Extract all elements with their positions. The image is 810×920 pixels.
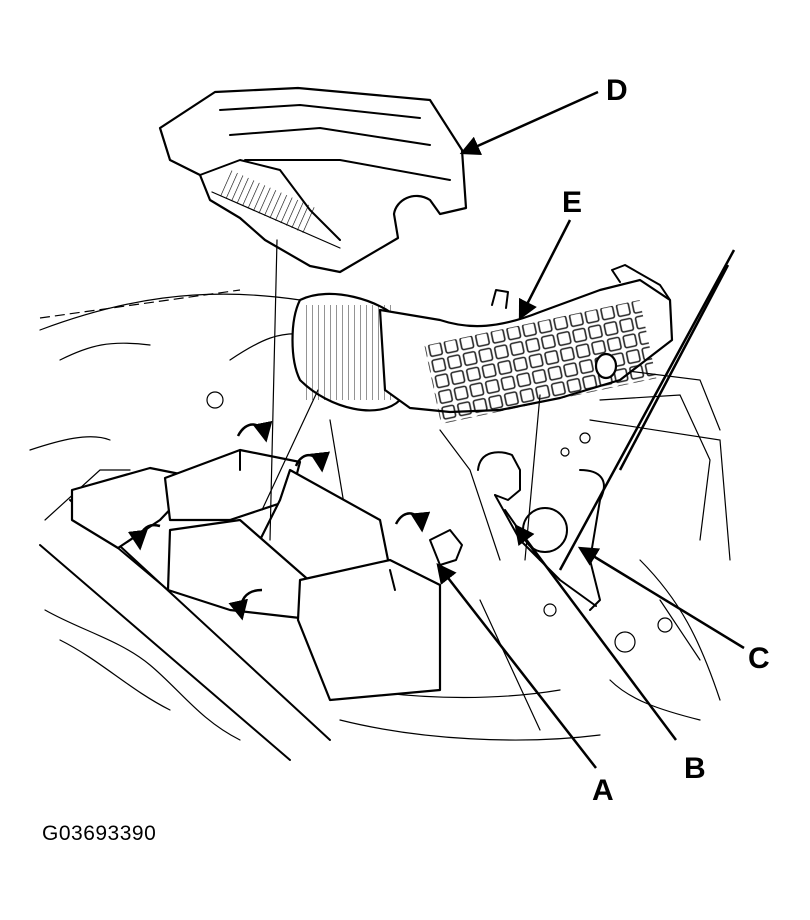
leader-lines [436, 90, 745, 769]
callout-b: B [684, 752, 706, 785]
air-cleaner-housing [70, 448, 442, 702]
engine-bay-outline [29, 289, 731, 761]
callout-c: C [748, 642, 770, 675]
figure-code: G03693390 [42, 822, 157, 845]
intake-tube [291, 264, 674, 424]
callout-a: A [592, 774, 614, 807]
callout-e: E [562, 186, 582, 219]
air-cleaner-cover [158, 86, 468, 274]
latch-release-arrows [127, 420, 431, 621]
callout-d: D [606, 74, 628, 107]
